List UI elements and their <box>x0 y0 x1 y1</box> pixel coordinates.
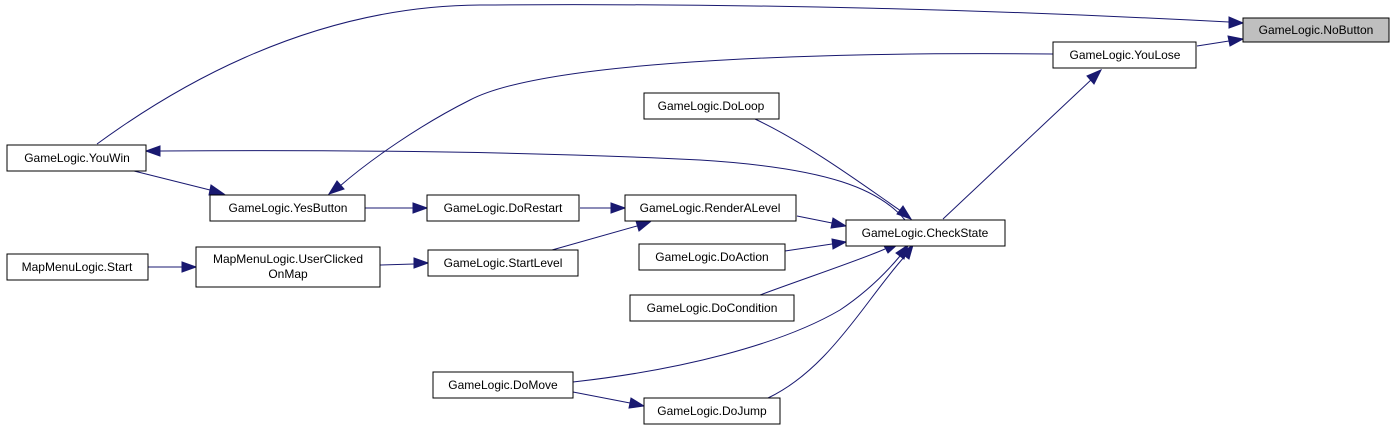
node-docondition[interactable]: GameLogic.DoCondition <box>629 294 795 322</box>
node-youwin[interactable]: GameLogic.YouWin <box>6 144 147 172</box>
edge-userclicked-to-startlevel <box>379 257 430 269</box>
node-yesbutton[interactable]: GameLogic.YesButton <box>209 194 366 222</box>
node-label: GameLogic.DoJump <box>657 404 767 418</box>
node-label: GameLogic.StartLevel <box>444 256 563 270</box>
edge-startlevel-to-renderalevel <box>551 220 652 251</box>
edge-renderalevel-to-checkstate <box>796 215 848 229</box>
node-label: GameLogic.YesButton <box>229 201 348 215</box>
nodes: GameLogic.NoButton GameLogic.YouLose Gam… <box>6 17 1390 425</box>
node-userclicked[interactable]: MapMenuLogic.UserClicked OnMap <box>195 246 381 288</box>
edge-doaction-to-checkstate <box>784 238 848 252</box>
node-label: GameLogic.DoMove <box>448 378 558 392</box>
edge-dojump-to-checkstate <box>767 243 914 399</box>
node-label: GameLogic.DoCondition <box>647 301 778 315</box>
node-startlevel[interactable]: GameLogic.StartLevel <box>427 249 579 277</box>
edge-youlose-to-nobutton <box>1196 35 1245 47</box>
node-label: GameLogic.DoRestart <box>444 201 563 215</box>
edge-dorestart-to-renderalevel <box>580 202 627 214</box>
edge-mapstart-to-userclicked <box>148 261 198 273</box>
node-renderalevel[interactable]: GameLogic.RenderALevel <box>624 194 797 222</box>
node-doloop[interactable]: GameLogic.DoLoop <box>643 92 780 120</box>
node-dojump[interactable]: GameLogic.DoJump <box>643 397 781 425</box>
node-nobutton[interactable]: GameLogic.NoButton <box>1242 17 1390 43</box>
edge-youwin-to-yesbutton <box>129 169 226 196</box>
edge-youwin-to-nobutton <box>96 4 1245 145</box>
edge-doloop-to-checkstate <box>754 118 913 220</box>
edge-domove-to-dojump <box>572 391 646 409</box>
node-label: GameLogic.RenderALevel <box>640 201 781 215</box>
node-label: GameLogic.YouWin <box>24 151 130 165</box>
node-label: GameLogic.NoButton <box>1259 23 1374 37</box>
node-label-line1: MapMenuLogic.UserClicked <box>213 252 363 266</box>
edge-yesbutton-to-dorestart <box>365 202 429 214</box>
node-domove[interactable]: GameLogic.DoMove <box>432 371 574 399</box>
node-doaction[interactable]: GameLogic.DoAction <box>638 243 786 271</box>
edge-checkstate-to-youwin <box>144 145 906 221</box>
node-label: GameLogic.DoAction <box>655 250 768 264</box>
node-checkstate[interactable]: GameLogic.CheckState <box>845 219 1006 247</box>
node-youlose[interactable]: GameLogic.YouLose <box>1052 41 1197 69</box>
edge-yesbutton-to-youlose <box>327 53 1054 195</box>
node-label-line2: OnMap <box>268 267 308 281</box>
node-label: GameLogic.YouLose <box>1070 48 1181 62</box>
node-label: GameLogic.CheckState <box>862 226 989 240</box>
edge-checkstate-to-youlose <box>942 69 1103 220</box>
node-label: GameLogic.DoLoop <box>658 99 765 113</box>
node-label: MapMenuLogic.Start <box>22 260 133 274</box>
edges <box>96 4 1245 409</box>
node-mapstart[interactable]: MapMenuLogic.Start <box>6 253 149 281</box>
node-dorestart[interactable]: GameLogic.DoRestart <box>426 194 580 222</box>
